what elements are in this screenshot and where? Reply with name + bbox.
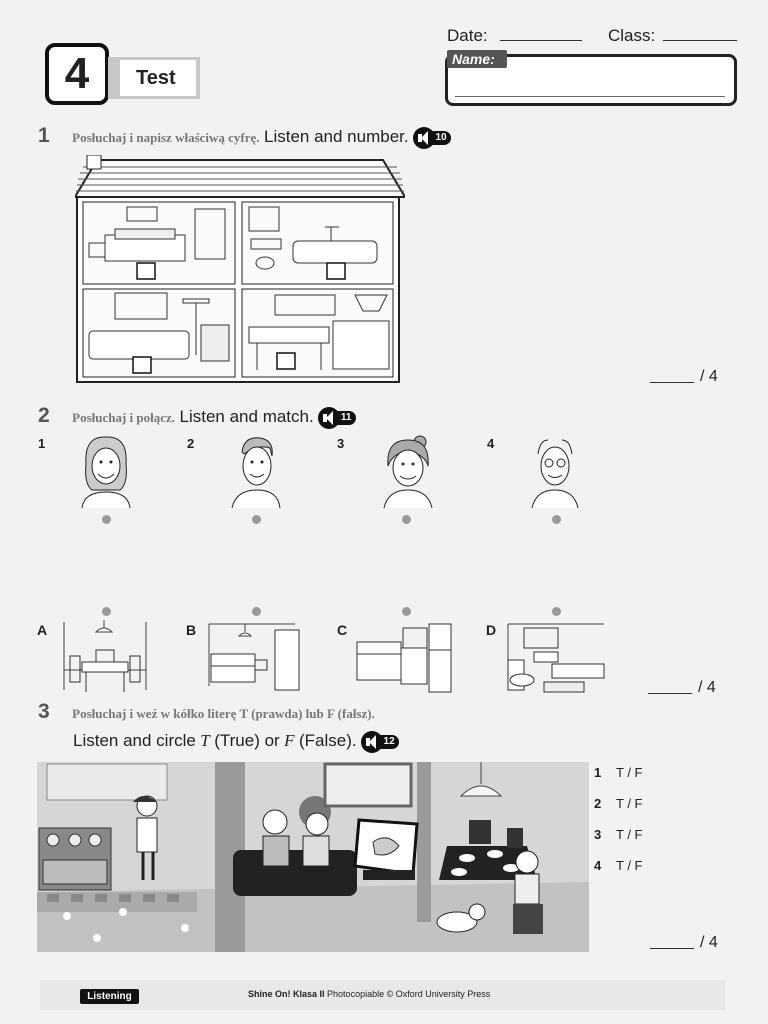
class-label: Class:	[608, 26, 656, 45]
footer-section-tag: Listening	[80, 989, 139, 1004]
person-boy-illustration	[231, 437, 281, 508]
person-number: 1	[38, 436, 46, 451]
tf-item-number: 2	[594, 796, 602, 811]
speaker-icon	[413, 126, 436, 149]
person-grandpa-illustration	[531, 439, 579, 508]
audio-track-icon[interactable]: 12	[361, 731, 403, 753]
person-number: 3	[337, 436, 345, 451]
track-number: 12	[379, 735, 400, 749]
room-letter: A	[37, 622, 48, 638]
tf-item: 1 T / F	[594, 765, 642, 780]
test-number-badge: 4	[45, 43, 109, 105]
section-2-score: / 4	[648, 679, 716, 697]
name-label: Name:	[447, 50, 507, 68]
room-letter: B	[186, 622, 197, 638]
tf-item: 2 T / F	[594, 796, 642, 811]
instruction-polish: Posłuchaj i weź w kółko literę T (prawda…	[72, 706, 375, 721]
instruction-english: Listen and number.	[264, 127, 409, 146]
footer-copyright: Photocopiable © Oxford University Press	[327, 989, 491, 999]
match-dot[interactable]	[552, 515, 561, 524]
tf-choice[interactable]: T / F	[616, 796, 643, 811]
section-2-heading: 2 Posłuchaj i połącz. Listen and match. …	[38, 404, 360, 429]
track-number: 11	[336, 410, 357, 425]
score-total: / 4	[700, 368, 718, 385]
match-dot[interactable]	[252, 515, 261, 524]
date-field[interactable]	[500, 40, 582, 41]
instruction-true-letter: T	[200, 731, 210, 751]
match-dot[interactable]	[552, 607, 561, 616]
footer-bar	[40, 980, 725, 1010]
name-field[interactable]	[455, 96, 725, 97]
tf-item-number: 3	[594, 827, 602, 842]
match-dot[interactable]	[102, 515, 111, 524]
track-number: 10	[431, 130, 452, 145]
section-number: 3	[38, 700, 50, 723]
section-1-score: / 4	[650, 368, 718, 386]
section-3-heading: 3 Posłuchaj i weź w kółko literę T (praw…	[38, 700, 375, 724]
section-3-score: / 4	[650, 934, 718, 952]
score-total: / 4	[700, 934, 718, 951]
room-letter: D	[486, 622, 497, 638]
house-illustration	[75, 155, 405, 383]
tf-item: 4 T / F	[594, 858, 642, 873]
tf-choice[interactable]: T / F	[616, 858, 643, 873]
section-3-instruction-english: Listen and circle T (True) or F (False).…	[73, 731, 403, 753]
section-1-heading: 1 Posłuchaj i napisz właściwą cyfrę. Lis…	[38, 124, 455, 149]
match-dot[interactable]	[402, 515, 411, 524]
person-woman-illustration	[383, 435, 433, 508]
section-number: 1	[38, 124, 50, 147]
instruction-false-letter: F	[284, 731, 295, 751]
match-dot[interactable]	[402, 607, 411, 616]
tf-choice[interactable]: T / F	[616, 765, 643, 780]
instruction-text: (True) or	[214, 731, 280, 751]
footer-book-title: Shine On! Klasa II	[248, 989, 325, 999]
score-blank[interactable]	[650, 382, 694, 383]
score-total: / 4	[698, 679, 716, 696]
audio-track-icon[interactable]: 11	[318, 406, 360, 429]
date-label: Date:	[447, 26, 488, 45]
class-field[interactable]	[663, 40, 737, 41]
person-number: 2	[187, 436, 195, 451]
speaker-icon	[361, 731, 384, 753]
section-number: 2	[38, 404, 50, 427]
footer-credit: Shine On! Klasa II Photocopiable © Oxfor…	[248, 989, 490, 999]
person-number: 4	[487, 436, 495, 451]
test-label: Test	[120, 60, 196, 96]
match-dot[interactable]	[102, 607, 111, 616]
tf-item-number: 4	[594, 858, 602, 873]
score-blank[interactable]	[650, 948, 694, 949]
bedroom-illustration	[208, 623, 300, 691]
score-blank[interactable]	[648, 693, 692, 694]
tf-item-number: 1	[594, 765, 602, 780]
instruction-text: Listen and circle	[73, 731, 196, 751]
dining-room-illustration	[63, 620, 147, 692]
audio-track-icon[interactable]: 10	[413, 126, 455, 149]
tf-choice[interactable]: T / F	[616, 827, 643, 842]
living-room-scene-illustration	[37, 762, 589, 952]
room-letter: C	[337, 622, 348, 638]
speaker-icon	[318, 406, 341, 429]
instruction-polish: Posłuchaj i napisz właściwą cyfrę.	[72, 130, 260, 145]
person-girl-illustration	[81, 436, 131, 508]
instruction-text: (False).	[299, 731, 357, 751]
tf-item: 3 T / F	[594, 827, 642, 842]
match-dot[interactable]	[252, 607, 261, 616]
instruction-english: Listen and match.	[179, 407, 314, 426]
bathroom-illustration	[507, 623, 605, 693]
kitchen-illustration	[356, 623, 452, 693]
instruction-polish: Posłuchaj i połącz.	[72, 410, 176, 425]
